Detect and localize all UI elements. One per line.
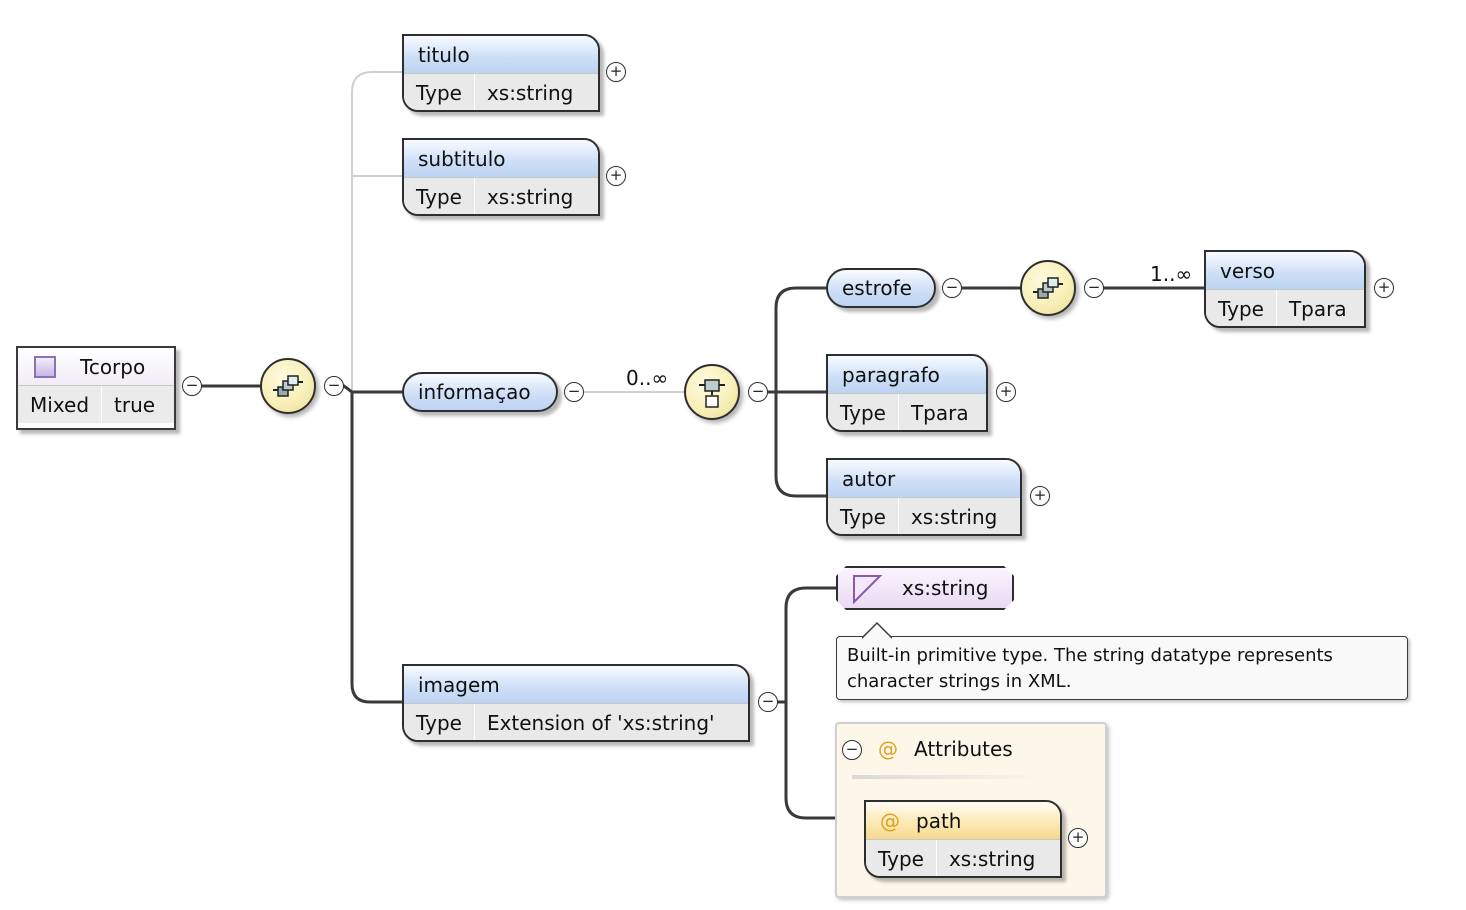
element-type-row: Type Tpara (828, 393, 986, 430)
type-value: Tpara (1275, 290, 1359, 326)
element-header: verso (1206, 252, 1364, 289)
element-header: subtitulo (404, 140, 598, 177)
sequence-compositor-icon[interactable] (260, 358, 316, 414)
collapse-icon[interactable]: − (758, 692, 778, 712)
tooltip-pointer (862, 621, 892, 639)
complex-type-row: Mixed true (18, 385, 174, 423)
cardinality-label: 1..∞ (1150, 262, 1193, 286)
connector-seq-bus (342, 384, 406, 704)
expand-icon[interactable]: + (606, 62, 626, 82)
type-value: xs:string (473, 74, 585, 110)
element-verso[interactable]: verso Type Tpara (1204, 250, 1366, 328)
sequence-glyph (273, 375, 303, 397)
type-label: Type (840, 504, 886, 529)
mixed-value: true (101, 386, 167, 423)
attribute-path[interactable]: @ path Type xs:string (864, 800, 1062, 878)
expand-icon[interactable]: + (606, 166, 626, 186)
attribute-type-row: Type xs:string (866, 839, 1060, 876)
type-value: Tpara (897, 394, 981, 430)
type-label: Type (416, 80, 462, 105)
element-estrofe[interactable]: estrofe (826, 268, 936, 308)
expand-icon[interactable]: + (1068, 828, 1088, 848)
element-name: informaçao (418, 380, 531, 404)
collapse-icon[interactable]: − (324, 376, 344, 396)
choice-glyph (699, 379, 725, 408)
expand-icon[interactable]: + (996, 382, 1016, 402)
mixed-label: Mixed (30, 392, 90, 417)
sequence-compositor-icon[interactable] (1020, 260, 1076, 316)
attributes-title: Attributes (914, 737, 1013, 761)
attributes-divider (852, 775, 1042, 779)
element-header: autor (828, 460, 1020, 497)
collapse-icon[interactable]: − (1084, 278, 1104, 298)
collapse-icon[interactable]: − (942, 278, 962, 298)
element-type-row: Type Tpara (1206, 289, 1364, 326)
simple-type-name: xs:string (902, 576, 989, 600)
connector-titulo (351, 71, 405, 393)
type-label: Type (416, 710, 462, 735)
complex-type-name: Tcorpo (80, 354, 146, 379)
type-documentation-tooltip: Built-in primitive type. The string data… (836, 636, 1408, 700)
type-label: Type (416, 184, 462, 209)
type-value: Extension of 'xs:string' (473, 704, 727, 740)
complex-type-header: Tcorpo (18, 348, 174, 385)
element-paragrafo[interactable]: paragrafo Type Tpara (826, 354, 988, 432)
type-label: Type (1218, 296, 1264, 321)
type-label: Type (878, 846, 924, 871)
attribute-icon: @ (878, 737, 898, 761)
simple-type-xs-string[interactable]: xs:string (836, 566, 1014, 610)
element-name: estrofe (842, 276, 912, 300)
attribute-name: path (916, 808, 962, 833)
type-value: xs:string (935, 840, 1047, 876)
type-label: Type (840, 400, 886, 425)
connector-imagem-bus (784, 586, 840, 820)
element-type-row: Type xs:string (404, 73, 598, 110)
collapse-icon[interactable]: − (182, 376, 202, 396)
element-header: imagem (404, 666, 748, 703)
element-type-row: Type xs:string (404, 177, 598, 214)
element-type-row: Type Extension of 'xs:string' (404, 703, 748, 740)
element-imagem[interactable]: imagem Type Extension of 'xs:string' (402, 664, 750, 742)
element-informacao[interactable]: informaçao (402, 372, 558, 412)
type-value: xs:string (897, 498, 1009, 534)
sequence-glyph (1033, 277, 1063, 299)
element-header: paragrafo (828, 356, 986, 393)
tooltip-text: Built-in primitive type. The string data… (847, 645, 1333, 692)
expand-icon[interactable]: + (1374, 278, 1394, 298)
element-autor[interactable]: autor Type xs:string (826, 458, 1022, 536)
element-subtitulo[interactable]: subtitulo Type xs:string (402, 138, 600, 216)
element-header: titulo (404, 36, 598, 73)
attribute-header: @ path (866, 802, 1060, 839)
type-value: xs:string (473, 178, 585, 214)
collapse-icon[interactable]: − (842, 740, 862, 760)
complex-type-icon (34, 355, 56, 378)
complex-type-tcorpo[interactable]: Tcorpo Mixed true (16, 346, 176, 430)
collapse-icon[interactable]: − (748, 382, 768, 402)
element-type-row: Type xs:string (828, 497, 1020, 534)
attribute-icon: @ (880, 808, 900, 833)
choice-compositor-icon[interactable] (684, 364, 740, 420)
collapse-icon[interactable]: − (564, 382, 584, 402)
expand-icon[interactable]: + (1030, 486, 1050, 506)
simple-type-icon (853, 575, 883, 604)
element-titulo[interactable]: titulo Type xs:string (402, 34, 600, 112)
cardinality-label: 0..∞ (626, 366, 669, 390)
